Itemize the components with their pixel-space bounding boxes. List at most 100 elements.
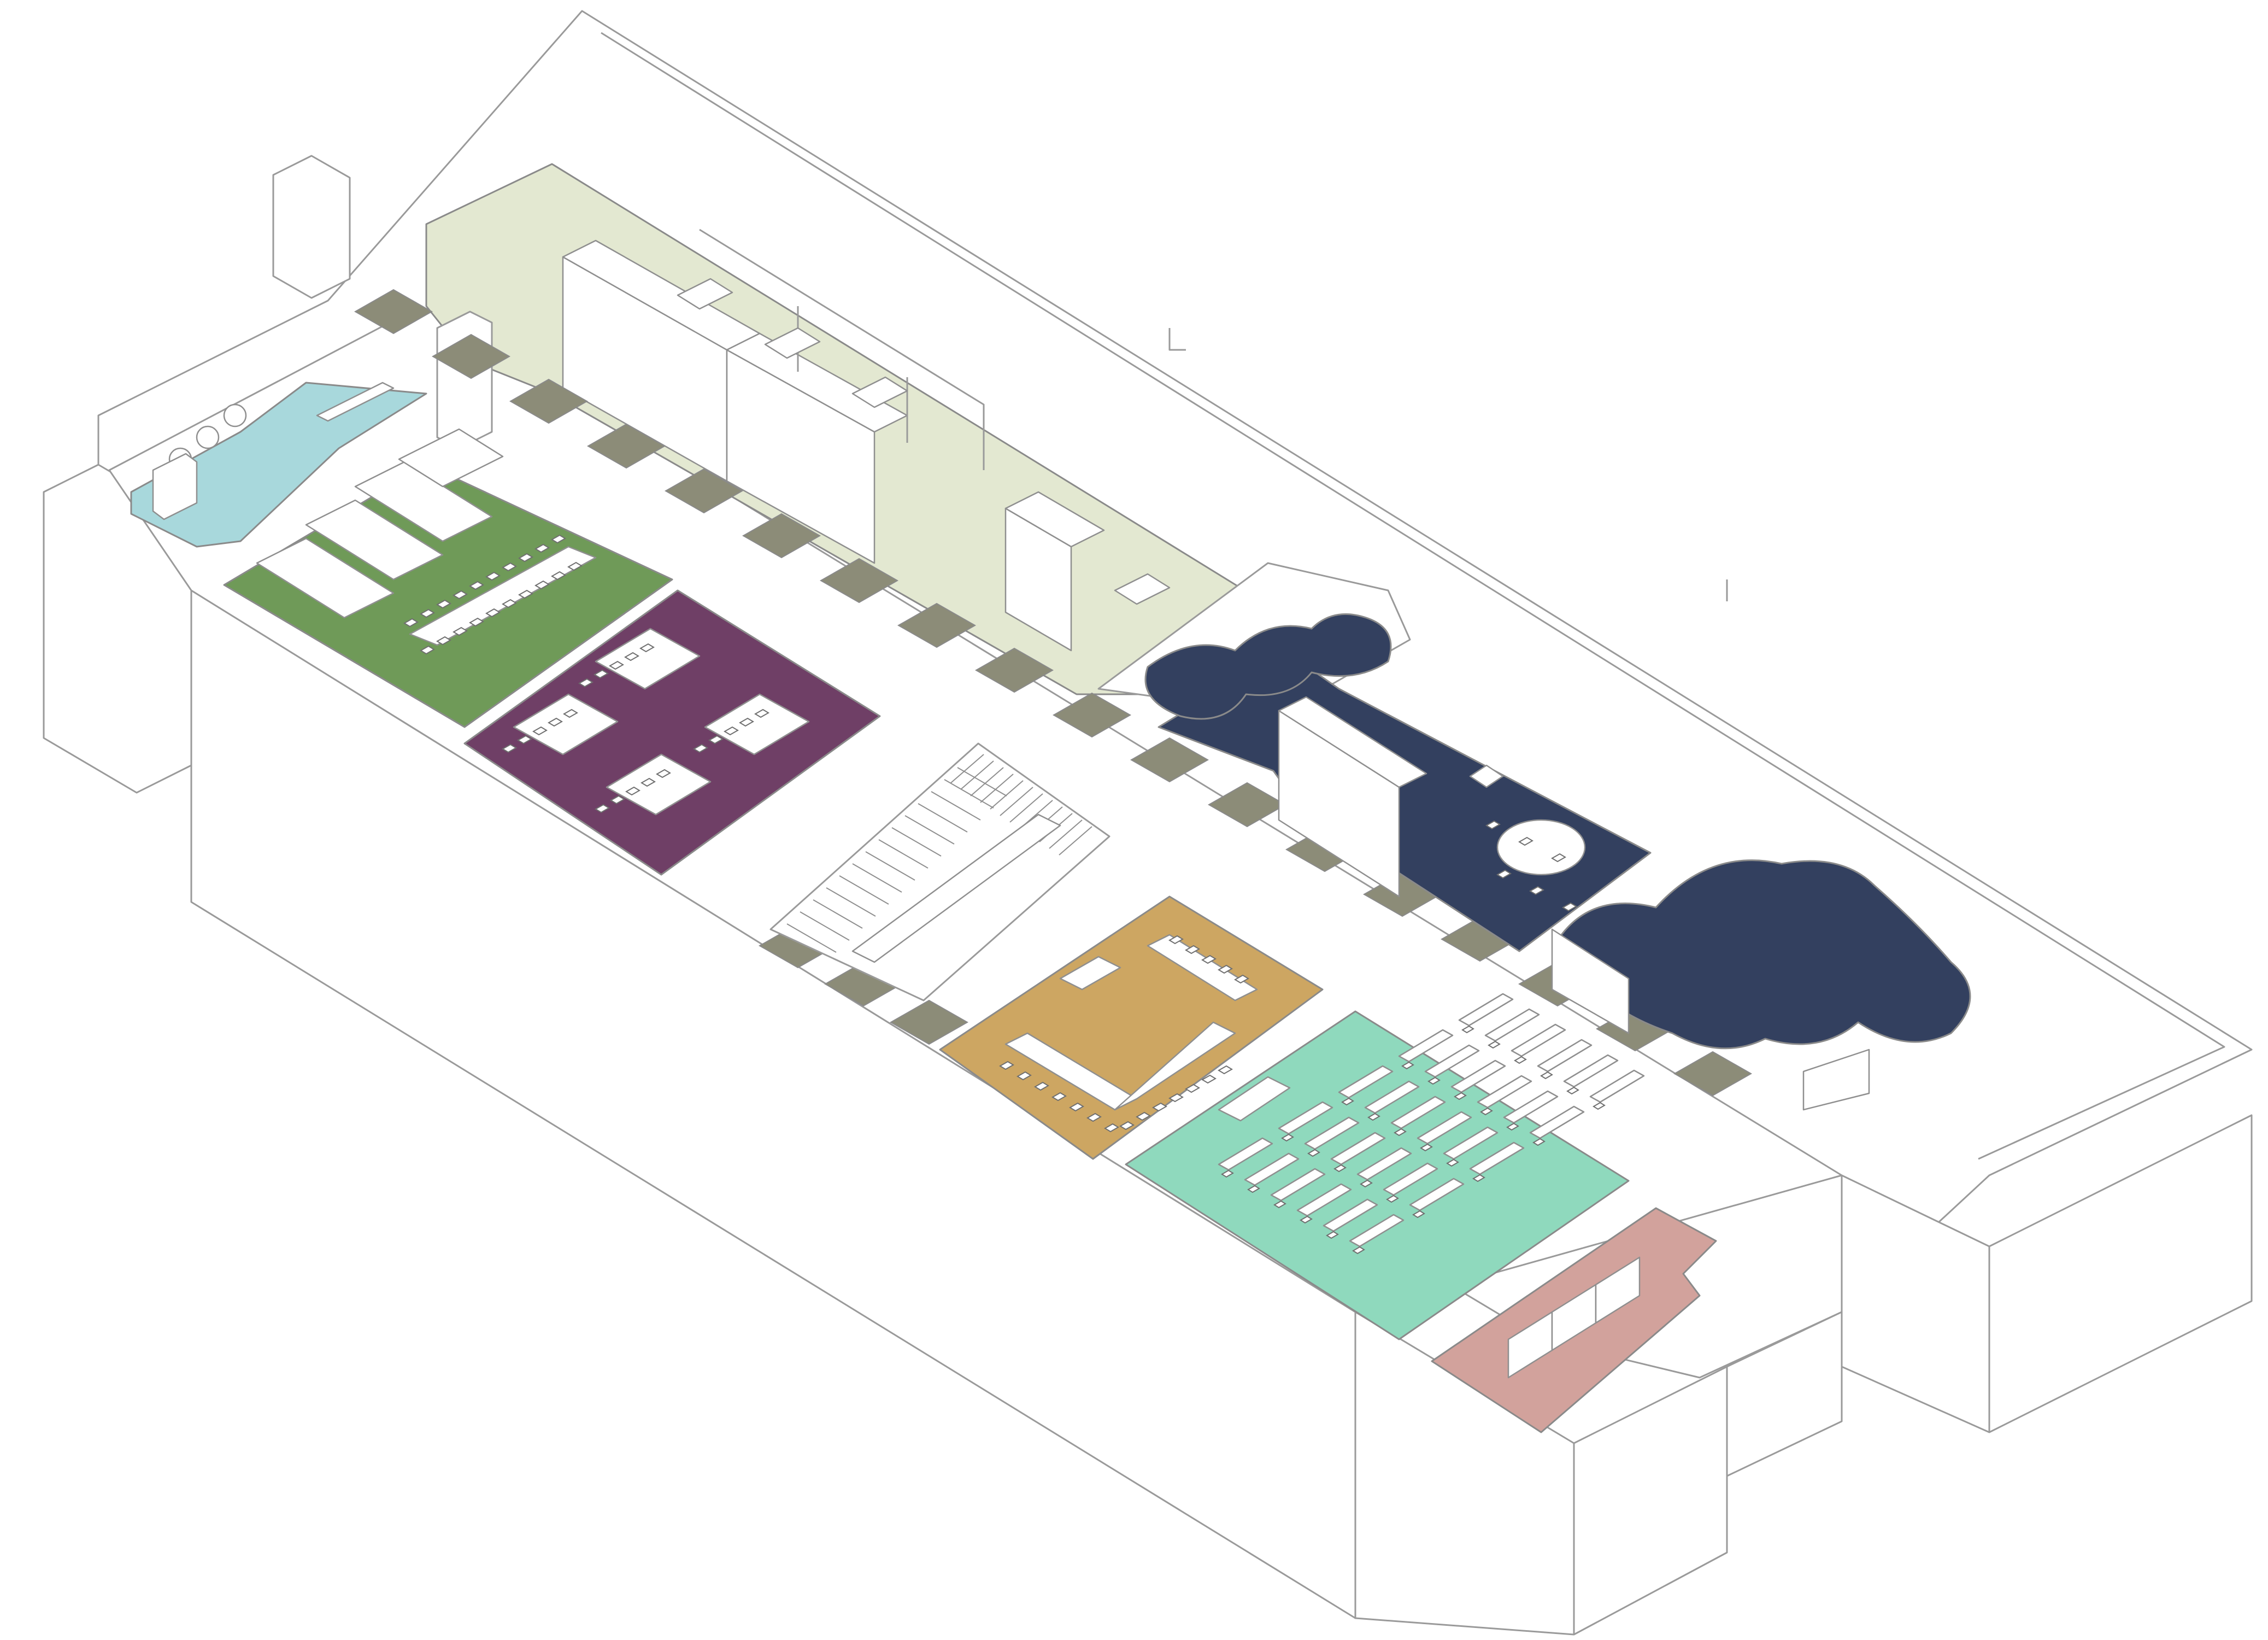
stair-step bbox=[813, 899, 863, 929]
stair-step bbox=[1000, 787, 1033, 816]
teacher-desk bbox=[1218, 1076, 1291, 1122]
chair-icon bbox=[1360, 1179, 1373, 1188]
chair-icon bbox=[656, 769, 671, 778]
chair-icon bbox=[1051, 1092, 1067, 1102]
corridor-tile bbox=[889, 999, 969, 1045]
corridor-tile bbox=[974, 647, 1054, 693]
chair-icon bbox=[1540, 1071, 1553, 1080]
stair-step bbox=[865, 851, 915, 881]
parapet-line bbox=[601, 32, 2225, 1160]
chair-icon bbox=[1069, 1102, 1084, 1112]
toilet-icon bbox=[196, 425, 220, 449]
stair-step bbox=[839, 875, 889, 905]
ochre-room bbox=[939, 895, 1324, 1160]
classroom-desk bbox=[1390, 1096, 1446, 1129]
chair-icon bbox=[551, 534, 566, 544]
chair-icon bbox=[567, 561, 583, 571]
chair-icon bbox=[1221, 1169, 1234, 1178]
chair-icon bbox=[534, 543, 550, 553]
chair-icon bbox=[1273, 1200, 1286, 1209]
chair-icon bbox=[693, 743, 708, 753]
chair-icon bbox=[639, 643, 655, 653]
chairs bbox=[403, 534, 583, 655]
chair-icon bbox=[1562, 902, 1577, 912]
classroom-desks bbox=[1218, 993, 1645, 1255]
chair-icon bbox=[1201, 954, 1217, 964]
side-table bbox=[1059, 956, 1121, 991]
tall-cabinet bbox=[436, 311, 493, 449]
chair-icon bbox=[724, 726, 739, 736]
classroom-desk bbox=[1443, 1126, 1499, 1160]
chair-icon bbox=[502, 562, 517, 572]
chair-icon bbox=[1300, 1215, 1313, 1224]
chair-icon bbox=[641, 777, 656, 787]
chair-icon bbox=[502, 743, 517, 753]
table-group bbox=[704, 693, 810, 755]
pod-wall bbox=[1802, 1049, 1870, 1111]
classroom-desk bbox=[1458, 993, 1514, 1027]
stair-step bbox=[904, 815, 955, 845]
chair-icon bbox=[403, 618, 419, 628]
classroom-desk bbox=[1417, 1111, 1472, 1145]
classroom-desk bbox=[1296, 1183, 1352, 1217]
classroom-desk bbox=[1484, 1008, 1540, 1042]
stair-step bbox=[970, 767, 1004, 796]
chairs bbox=[999, 935, 1249, 1133]
classroom-desk bbox=[1356, 1147, 1412, 1181]
chair-icon bbox=[469, 581, 484, 590]
chair-icon bbox=[1201, 1074, 1217, 1084]
chair-icon bbox=[1185, 945, 1200, 954]
building-shell bbox=[43, 10, 2253, 1636]
chair-icon bbox=[1506, 1122, 1519, 1131]
armchair bbox=[1469, 764, 1504, 788]
stair-step bbox=[931, 791, 981, 821]
chair-icon bbox=[1394, 1128, 1407, 1137]
chair-icon bbox=[420, 645, 435, 655]
chair-icon bbox=[1480, 1107, 1493, 1116]
chair-icon bbox=[518, 589, 533, 599]
classroom-desk bbox=[1349, 1214, 1405, 1247]
mint-room bbox=[1125, 993, 1645, 1340]
lab-bench bbox=[256, 537, 395, 619]
counter bbox=[316, 382, 395, 422]
reception bbox=[130, 382, 427, 548]
navy-seating-floor bbox=[1556, 859, 1971, 1050]
chair-icon bbox=[624, 652, 639, 661]
classroom-desk bbox=[1338, 1065, 1394, 1099]
chair-icon bbox=[1412, 1210, 1425, 1219]
u-table-base bbox=[1114, 1021, 1236, 1111]
chair-icon bbox=[485, 571, 501, 581]
corridor-tile bbox=[509, 378, 589, 424]
classroom-desk bbox=[1537, 1039, 1593, 1073]
stair-step bbox=[960, 760, 994, 790]
chair-icon bbox=[1307, 1149, 1320, 1157]
table-group bbox=[595, 628, 701, 690]
classroom-desk bbox=[1330, 1132, 1386, 1165]
desk bbox=[851, 376, 908, 408]
chair-icon bbox=[469, 617, 484, 627]
chair-icon bbox=[1461, 1025, 1474, 1034]
classroom-desk bbox=[1503, 1090, 1559, 1124]
stair-step bbox=[786, 923, 837, 953]
chair-icon bbox=[502, 599, 517, 608]
classroom-desk bbox=[1323, 1198, 1378, 1232]
chair-icon bbox=[578, 678, 594, 688]
chair-icon bbox=[518, 553, 533, 563]
pod-wall bbox=[1551, 928, 1630, 1034]
classroom-desk bbox=[1304, 1116, 1360, 1150]
purple-room bbox=[463, 589, 881, 876]
roof-detail bbox=[1168, 328, 1186, 351]
u-table-leg bbox=[1147, 934, 1258, 1001]
chair-icon bbox=[739, 717, 754, 727]
corridor-tile bbox=[586, 423, 666, 469]
lab-bench bbox=[305, 499, 444, 581]
chair-icon bbox=[1488, 1040, 1501, 1049]
table-group bbox=[513, 693, 619, 755]
stair-step bbox=[950, 754, 984, 783]
chair-icon bbox=[708, 735, 724, 745]
corridor-tile bbox=[431, 333, 511, 379]
corridor-tile bbox=[664, 468, 744, 514]
stair-step bbox=[1009, 793, 1043, 823]
corridor-tile bbox=[354, 289, 433, 335]
chair-icon bbox=[1017, 1071, 1032, 1081]
